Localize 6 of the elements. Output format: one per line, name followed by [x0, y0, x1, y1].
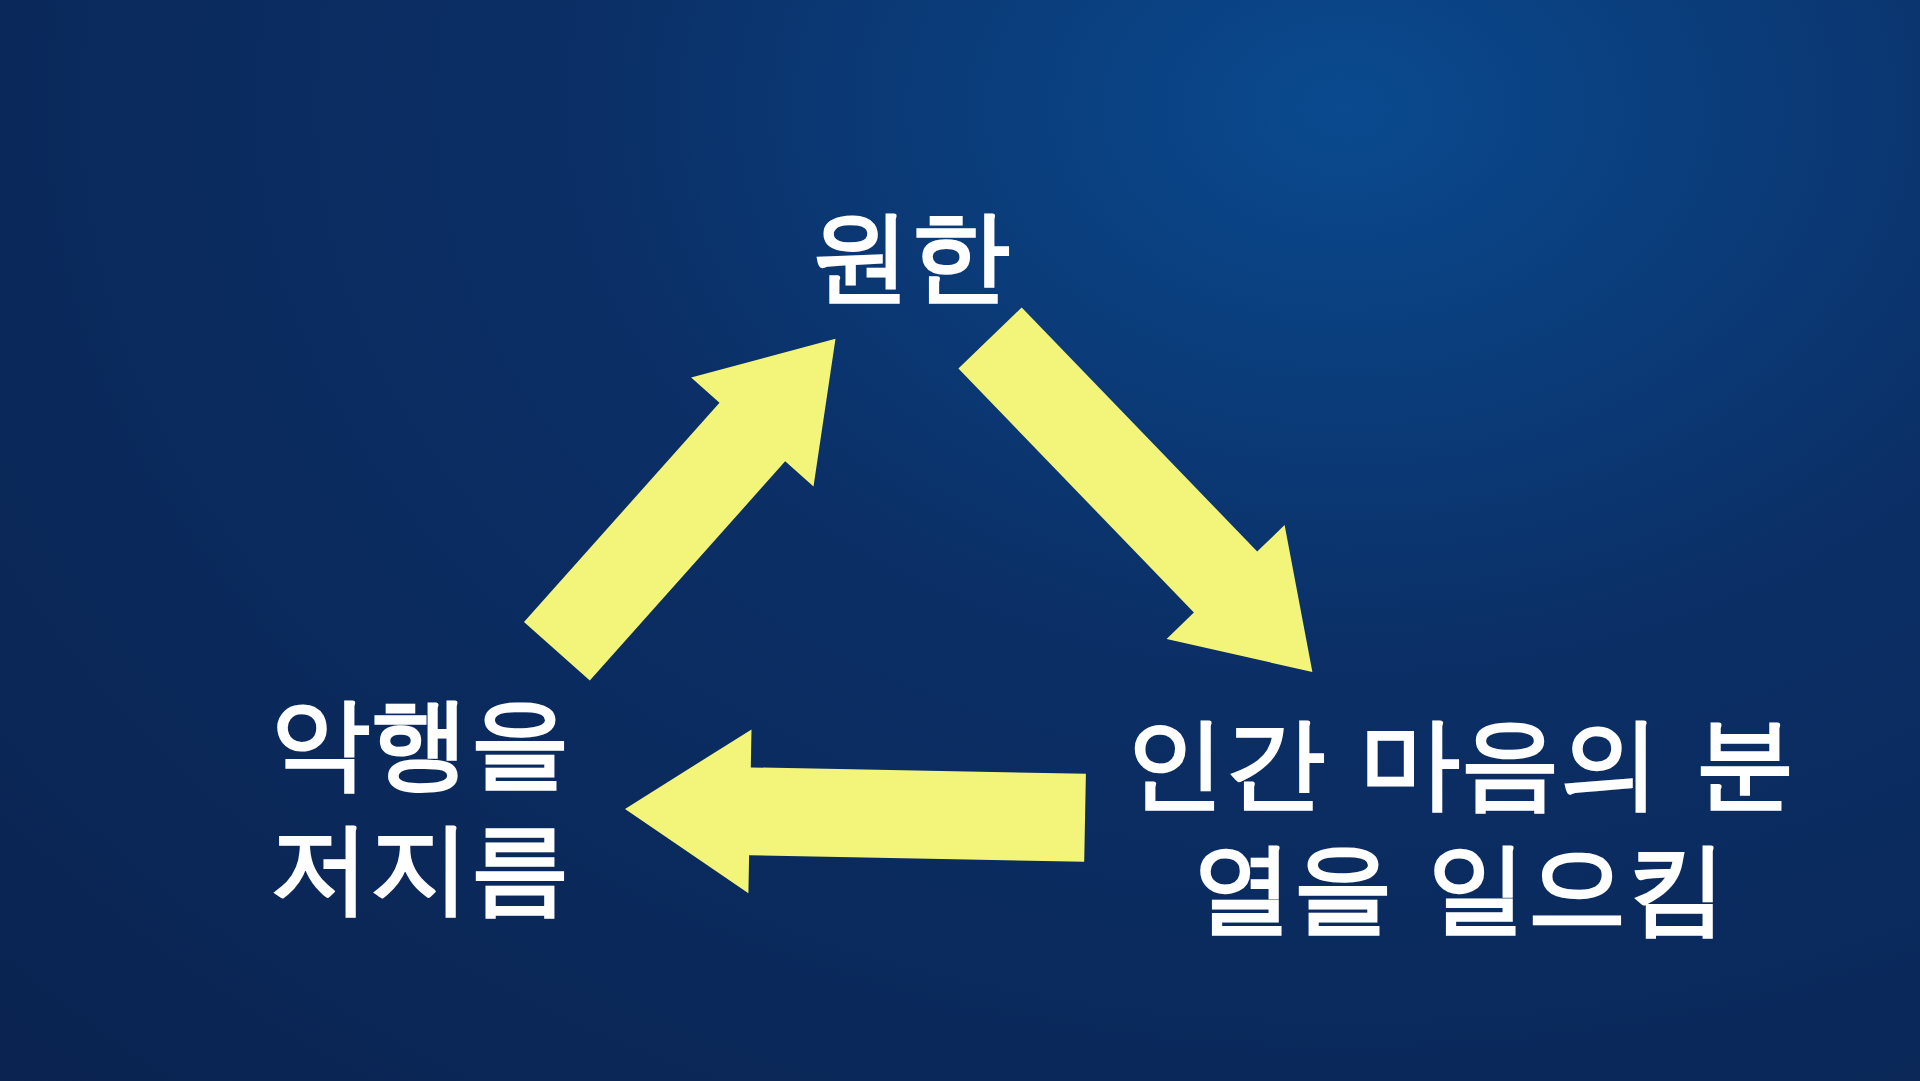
- node-label: 악행을 저지름: [269, 683, 571, 928]
- block-arrow: [958, 307, 1313, 672]
- node-label: 원한: [810, 195, 1010, 316]
- node-label: 인간 마음의 분열을 일으킴: [1124, 703, 1796, 948]
- block-arrow: [625, 729, 1086, 894]
- block-arrow: [524, 338, 836, 681]
